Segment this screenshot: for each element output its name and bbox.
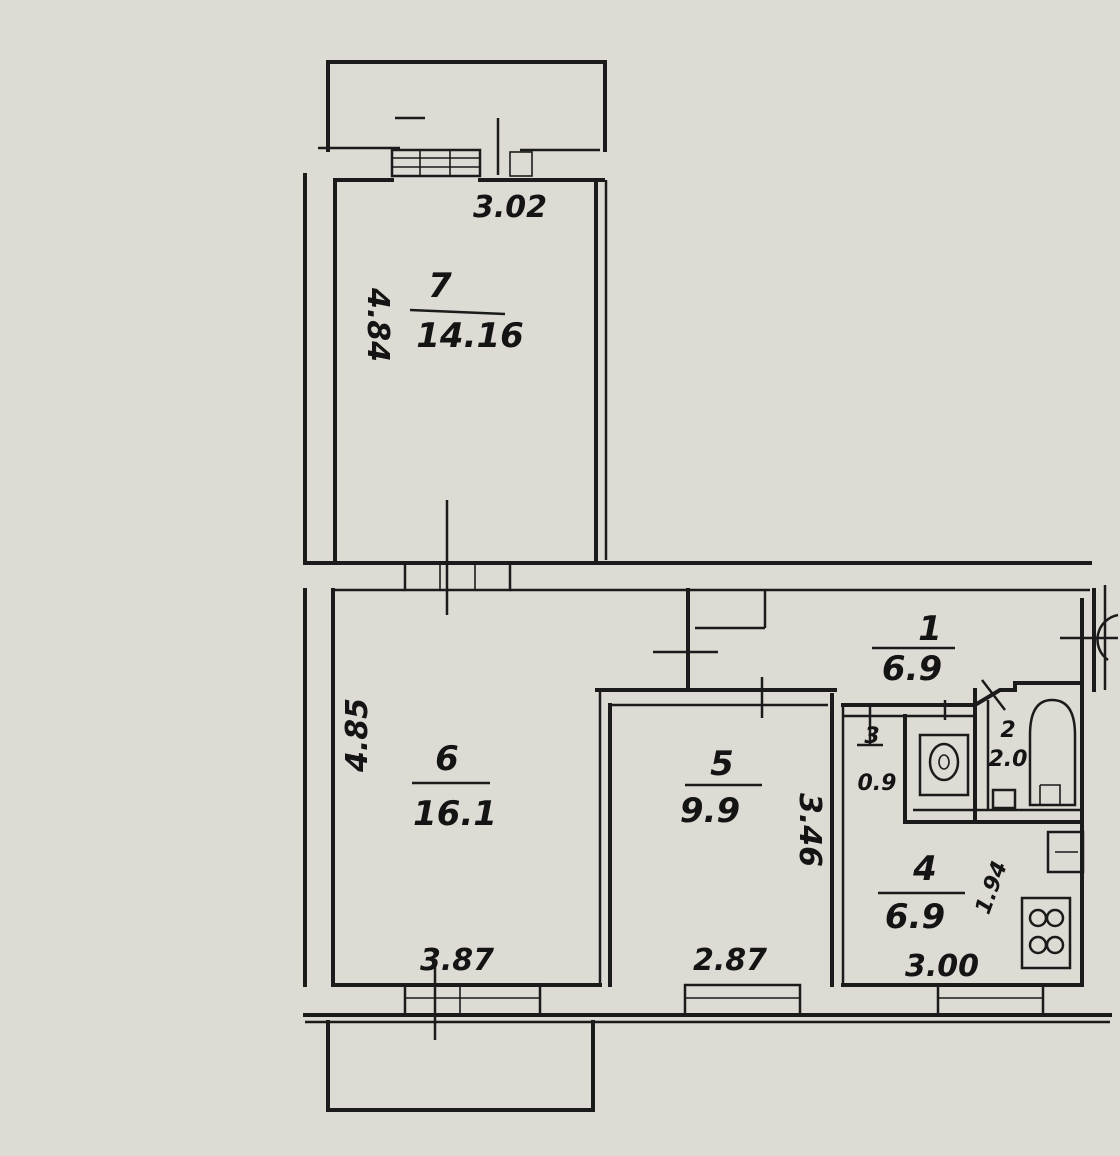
room-6	[303, 588, 602, 987]
room-1-area: 6.9	[882, 649, 942, 689]
room-labels: 7 14.16 6 16.1 5 9.9 1 6.9 3 0.9 2 2.0 4…	[409, 266, 1028, 937]
room7-balcony-window	[390, 148, 533, 178]
top-balcony	[318, 60, 607, 175]
kitchen-window	[936, 983, 1045, 1017]
room-7-number: 7	[428, 266, 452, 306]
room5-window	[683, 983, 802, 1017]
room-7	[303, 173, 608, 615]
dimension-labels: 3.02 4.84 4.85 3.87 2.87 3.46 3.00 1.94	[340, 190, 1013, 984]
bottom-balcony	[326, 1020, 595, 1112]
room-5	[595, 677, 845, 987]
room5-length-dim: 3.46	[792, 793, 827, 867]
room-4-number: 4	[912, 849, 937, 889]
room-1-number: 1	[918, 609, 942, 649]
room-3-number: 3	[864, 724, 879, 749]
entrance-door	[1060, 585, 1119, 692]
room6-window	[403, 983, 542, 1017]
room-7-area: 14.16	[416, 316, 524, 356]
bathroom-block	[841, 598, 1084, 824]
room-3-area: 0.9	[858, 771, 897, 796]
closet	[653, 588, 767, 692]
room-6-area: 16.1	[413, 794, 497, 834]
room-2-area: 2.0	[989, 747, 1028, 772]
room6-width-dim: 3.87	[420, 943, 494, 978]
room4-length-dim: 1.94	[971, 858, 1013, 918]
bottom-wall	[303, 960, 1112, 1040]
room-5-number: 5	[710, 744, 734, 784]
room4-width-dim: 3.00	[905, 949, 979, 984]
room-4-area: 6.9	[885, 897, 945, 937]
room-5-area: 9.9	[680, 791, 740, 831]
room-2-number: 2	[1000, 718, 1015, 743]
room-6-number: 6	[435, 739, 459, 779]
room7-length-dim: 4.84	[360, 287, 395, 362]
middle-wall	[303, 561, 1092, 592]
room7-width-dim: 3.02	[473, 190, 547, 225]
room5-width-dim: 2.87	[693, 943, 767, 978]
room6-length-dim: 4.85	[340, 698, 375, 773]
